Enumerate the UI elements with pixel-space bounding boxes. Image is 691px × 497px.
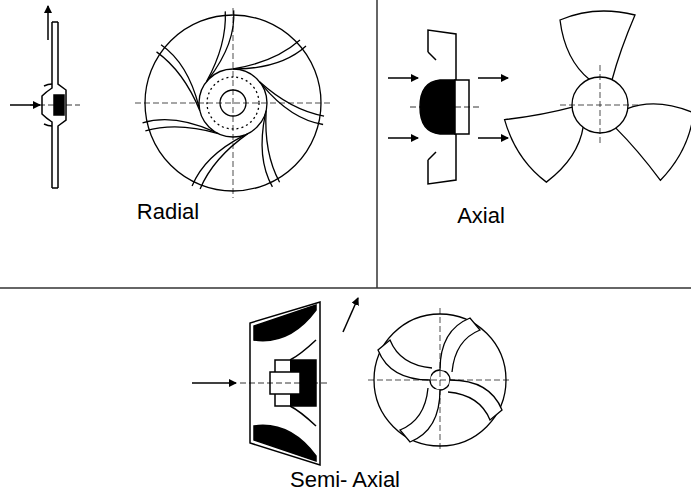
axial-side-view <box>388 30 508 184</box>
radial-front-view <box>135 7 331 198</box>
divider-line <box>0 287 691 289</box>
radial-side-view <box>10 6 80 188</box>
divider-line <box>376 0 378 288</box>
axial-front-view <box>501 11 691 187</box>
semi-axial-front-view <box>368 308 512 452</box>
impeller-type-label: Axial <box>455 203 507 229</box>
semi-axial-side-view <box>192 298 358 465</box>
impeller-type-label: Semi- Axial <box>288 467 402 493</box>
impeller-type-label: Radial <box>135 199 201 225</box>
